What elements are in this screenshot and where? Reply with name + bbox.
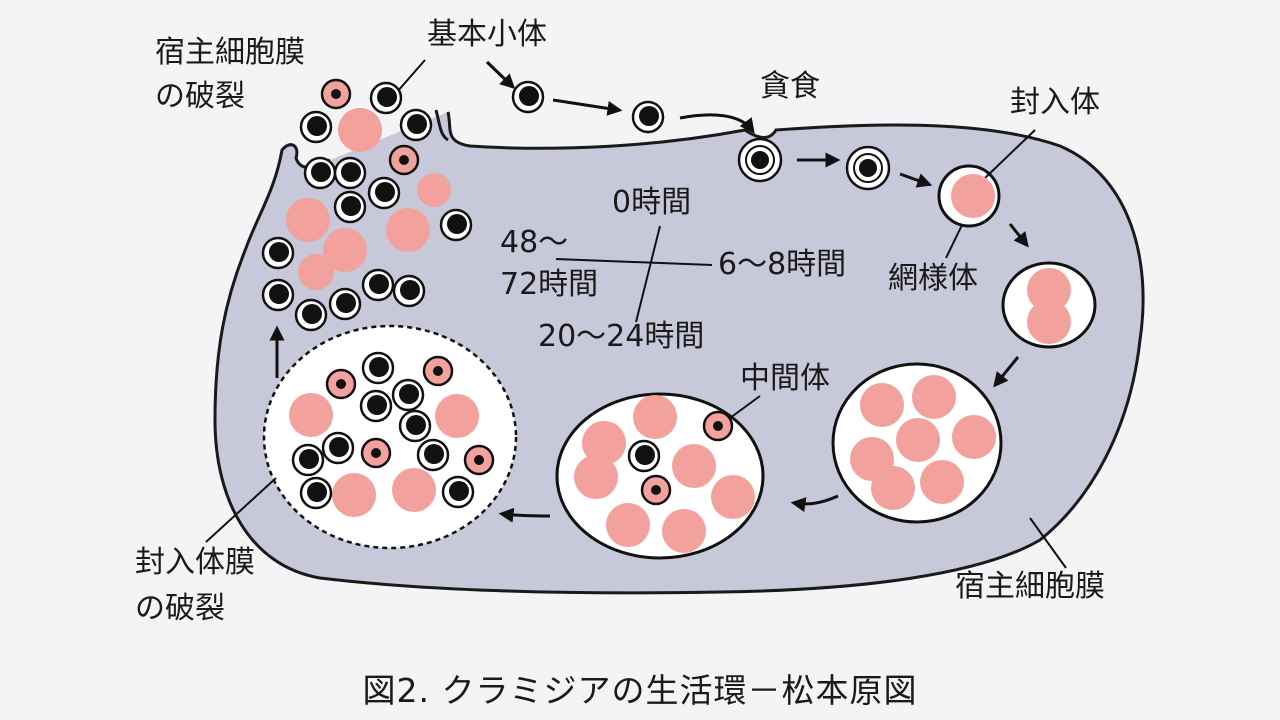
reticulate-body (392, 468, 436, 512)
label-elementary-body: 基本小体 (427, 17, 547, 52)
reticulate-body (711, 475, 755, 519)
reticulate-body (435, 394, 479, 438)
elementary-body-core (329, 437, 349, 457)
time-48-72h-1: 48～ (500, 225, 569, 260)
label-phagocytosis: 貪食 (760, 69, 820, 104)
intermediate-body-core (474, 455, 484, 465)
figure-caption: 図2. クラミジアの生活環－松本原図 (362, 671, 918, 710)
intermediate-body-core (399, 155, 409, 165)
elementary-body-core (367, 395, 387, 415)
label-inclusion-membrane-rupture-2: の破裂 (135, 591, 225, 626)
reticulate-body (662, 509, 706, 553)
elementary-body-core (406, 415, 426, 435)
elementary-body-core (302, 304, 322, 324)
rupture-edge (434, 109, 449, 142)
elementary-body-core (399, 384, 419, 404)
elementary-body-core (341, 162, 361, 182)
reticulate-body (860, 383, 904, 427)
elementary-body-core (369, 274, 389, 294)
elementary-body-core (424, 444, 444, 464)
elementary-body-core (400, 280, 420, 300)
reticulate-body (298, 254, 334, 290)
elementary-body-core (311, 162, 331, 182)
label-inclusion-body: 封入体 (1010, 85, 1100, 120)
reticulate-body (952, 415, 996, 459)
reticulate-body (912, 375, 956, 419)
elementary-body-core (859, 159, 877, 177)
reticulate-body (896, 418, 940, 462)
reticulate-body (633, 395, 677, 439)
time-6-8h: 6～8時間 (718, 247, 847, 282)
reticulate-body (338, 108, 382, 152)
label-host-membrane-rupture-1: 宿主細胞膜 (155, 35, 305, 70)
elementary-body-core (449, 481, 469, 501)
elementary-body-core (307, 116, 327, 136)
elementary-body-core (269, 242, 289, 262)
elementary-body-core (336, 293, 356, 313)
elementary-body-core (519, 86, 539, 106)
label-host-cell-membrane: 宿主細胞膜 (955, 569, 1105, 604)
timeline-clock (555, 225, 713, 323)
reticulate-body (672, 444, 716, 488)
leader-lines (205, 59, 1067, 569)
label-intermediate-body: 中間体 (740, 361, 830, 396)
cycle-arrows (269, 60, 1029, 523)
elementary-body-core (269, 284, 289, 304)
reticulate-body (574, 455, 618, 499)
elementary-body-core (307, 482, 327, 502)
reticulate-body (332, 473, 376, 517)
reticulate-body (1027, 268, 1071, 312)
reticulate-body (417, 173, 451, 207)
reticulate-body (289, 393, 333, 437)
reticulate-body (582, 421, 626, 465)
reticulate-body (871, 466, 915, 510)
reticulate-body (920, 460, 964, 504)
elementary-body-core (341, 196, 361, 216)
reticulate-body (606, 503, 650, 547)
label-reticulate-body: 網様体 (888, 261, 978, 296)
elementary-body-core (375, 182, 395, 202)
reticulate-body (951, 174, 995, 218)
elementary-body-core (447, 214, 467, 234)
label-host-membrane-rupture-2: の破裂 (155, 79, 245, 114)
intermediate-body-core (713, 421, 723, 431)
elementary-body-core (407, 114, 427, 134)
time-20-24h: 20～24時間 (538, 319, 705, 354)
intermediate-body-core (371, 448, 381, 458)
elementary-body-core (299, 449, 319, 469)
elementary-body-core (635, 445, 655, 465)
intermediate-body-core (331, 89, 341, 99)
time-0h: 0時間 (612, 185, 692, 220)
intermediate-body-core (336, 379, 346, 389)
elementary-body-core (751, 151, 769, 169)
time-48-72h-2: 72時間 (500, 267, 599, 302)
elementary-body-core (369, 357, 389, 377)
reticulate-body (323, 228, 367, 272)
reticulate-body (1027, 300, 1071, 344)
elementary-body-core (377, 87, 397, 107)
reticulate-body (386, 208, 430, 252)
intermediate-body-core (651, 485, 661, 495)
label-inclusion-membrane-rupture-1: 封入体膜 (135, 545, 255, 580)
intermediate-body-core (433, 366, 443, 376)
reticulate-body (286, 198, 330, 242)
elementary-body-core (639, 106, 659, 126)
